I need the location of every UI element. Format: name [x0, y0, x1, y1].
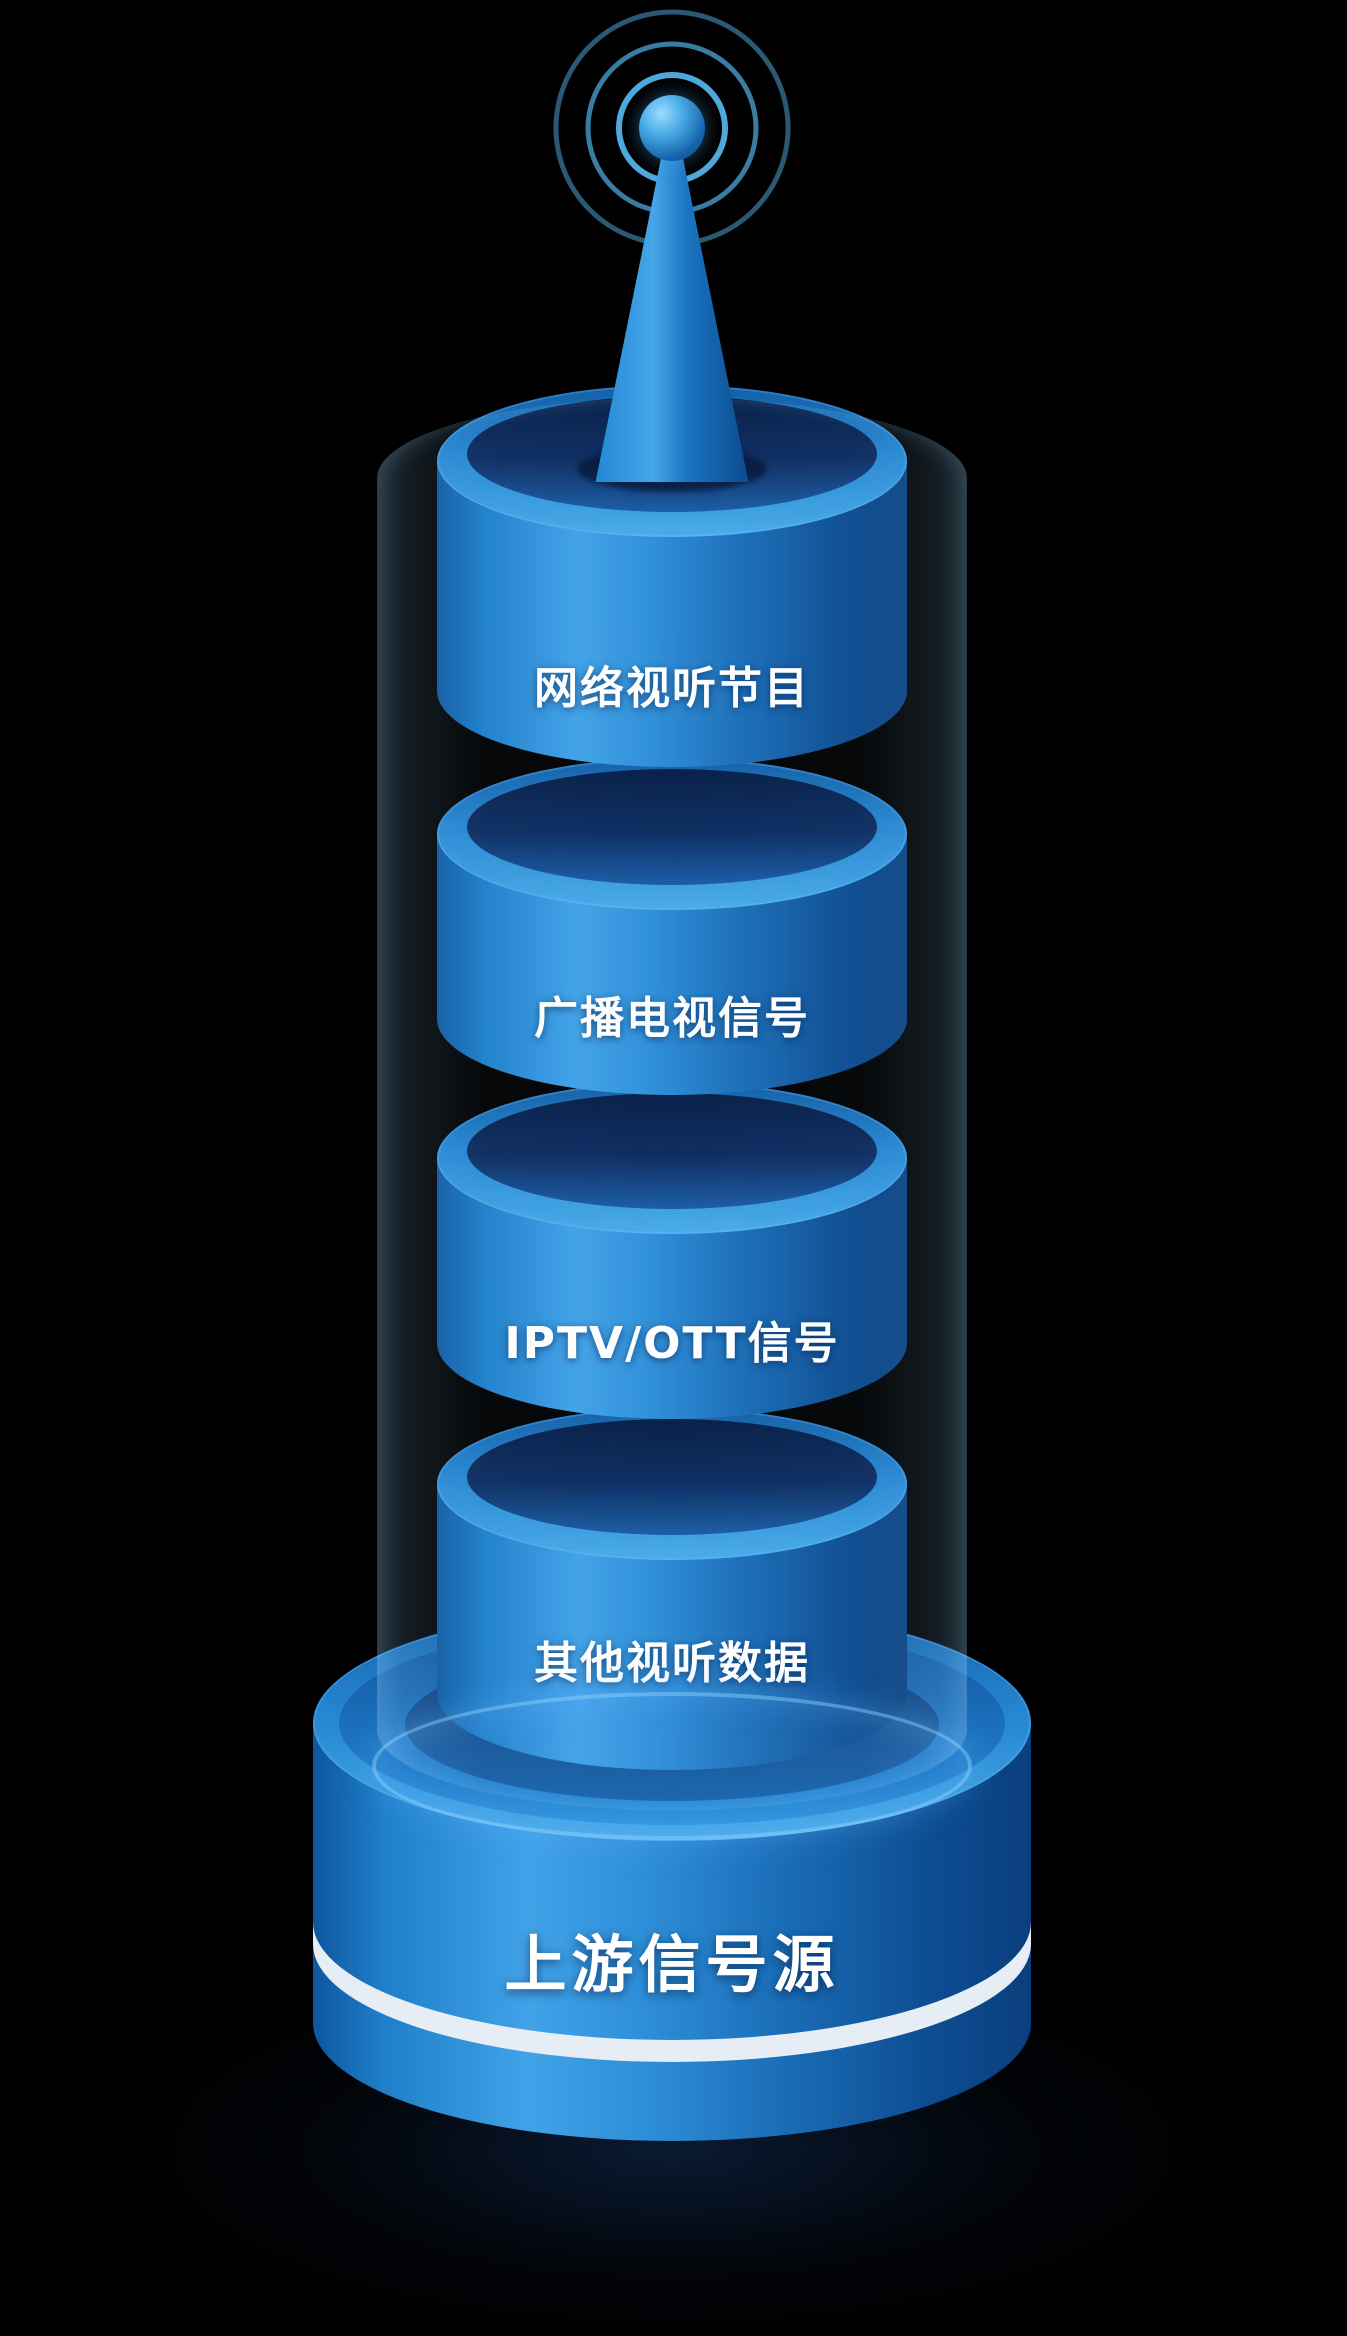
base-stripe	[313, 1922, 1031, 2062]
segment-3-label: IPTV/OTT信号	[437, 1307, 907, 1371]
segment-2-hole	[467, 769, 877, 885]
segment-3-hole	[467, 1093, 877, 1209]
antenna-ball-icon	[639, 95, 705, 161]
segment-broadcast-tv: 广播电视信号	[437, 758, 907, 1095]
base-stripe-band	[313, 1922, 1031, 2062]
base-label: 上游信号源	[504, 1928, 840, 2001]
segment-3-top-rim	[437, 1082, 907, 1234]
segment-2-top-rim	[437, 758, 907, 910]
segment-2-label: 广播电视信号	[437, 982, 907, 1046]
segment-iptv-ott: IPTV/OTT信号	[437, 1082, 907, 1419]
glass-tube	[377, 398, 967, 1810]
